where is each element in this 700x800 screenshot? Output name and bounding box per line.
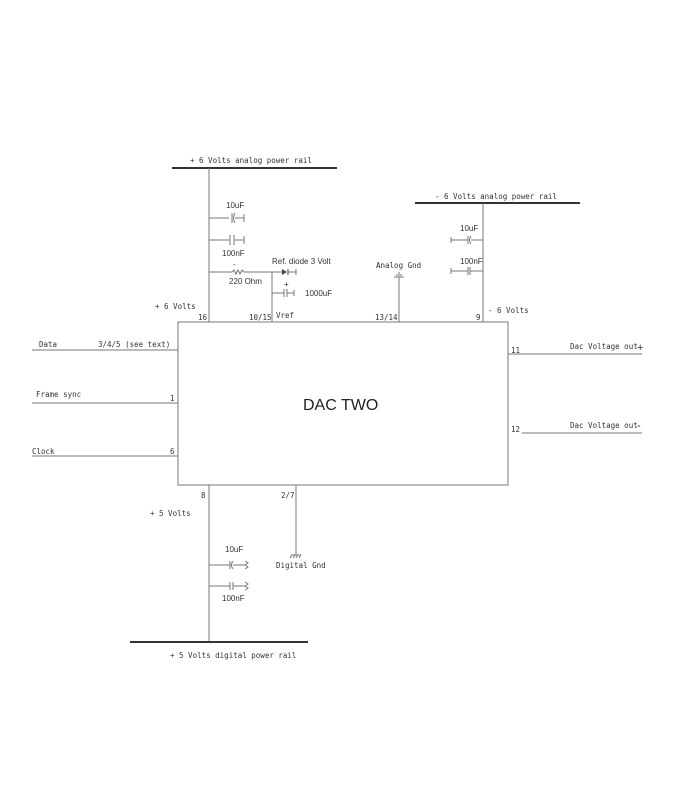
- cap-10uF-top: [209, 212, 245, 224]
- pin-3-4-5: 3/4/5 (see text): [98, 340, 170, 349]
- cap-1000uF-label: 1000uF: [305, 289, 332, 298]
- resistor-label: 220 Ohm: [229, 277, 262, 286]
- pin-13-14: 13/14: [375, 313, 398, 322]
- analog-gnd-icon: [394, 272, 404, 278]
- out-neg-sign: -: [637, 420, 641, 432]
- ref-diode: [272, 269, 297, 275]
- cap-100nF-top-label: 100nF: [222, 249, 245, 258]
- neg6-label: - 6 Volts: [488, 306, 529, 315]
- pos6-rail-label: + 6 Volts analog power rail: [190, 156, 312, 165]
- pin-6: 6: [170, 447, 175, 456]
- cap-100nF-top: [209, 235, 245, 245]
- cap-100nF-bottom-label: 100nF: [222, 594, 245, 603]
- pin-12: 12: [511, 425, 520, 434]
- resistor-220ohm: [209, 268, 272, 276]
- pin-9: 9: [476, 313, 481, 322]
- data-label: Data: [39, 340, 57, 349]
- cap-10uF-right: [450, 235, 483, 245]
- pos5-rail-label: + 5 Volts digital power rail: [170, 651, 296, 660]
- cap-10uF-top-label: 10uF: [226, 201, 244, 210]
- cap-1000uF: [272, 289, 295, 297]
- cap-10uF-bottom-label: 10uF: [225, 545, 243, 554]
- out-pos-label: Dac Voltage out: [570, 342, 638, 351]
- pin-8: 8: [201, 491, 206, 500]
- pos6-label: + 6 Volts: [155, 302, 196, 311]
- pos5-label: + 5 Volts: [150, 509, 191, 518]
- resistor-polarity: -: [233, 260, 236, 269]
- pin-16: 16: [198, 313, 208, 322]
- cap-100nF-bottom: [209, 581, 249, 591]
- pin-2-7: 2/7: [281, 491, 295, 500]
- frame-sync-label: Frame sync: [36, 390, 81, 399]
- clock-label: Clock: [32, 447, 55, 456]
- out-neg-label: Dac Voltage out: [570, 421, 638, 430]
- analog-gnd-label: Analog Gnd: [376, 261, 421, 270]
- chip-name: DAC TWO: [303, 397, 378, 414]
- digital-gnd-icon: [289, 554, 302, 559]
- cap-10uF-bottom: [209, 560, 249, 570]
- cap-10uF-right-label: 10uF: [460, 224, 478, 233]
- neg6-rail-label: - 6 Volts analog power rail: [435, 192, 557, 201]
- ref-diode-label: Ref. diode 3 Volt: [272, 257, 331, 266]
- pin-10-15: 10/15: [249, 313, 272, 322]
- cap-100nF-right: [450, 267, 483, 275]
- cap-1000uF-polarity: +: [284, 280, 289, 289]
- pin-1: 1: [170, 394, 175, 403]
- digital-gnd-label: Digital Gnd: [276, 561, 326, 570]
- vref-label: Vref: [276, 311, 294, 320]
- out-pos-sign: +: [637, 342, 643, 354]
- pin-11: 11: [511, 346, 520, 355]
- cap-100nF-right-label: 100nF: [460, 257, 483, 266]
